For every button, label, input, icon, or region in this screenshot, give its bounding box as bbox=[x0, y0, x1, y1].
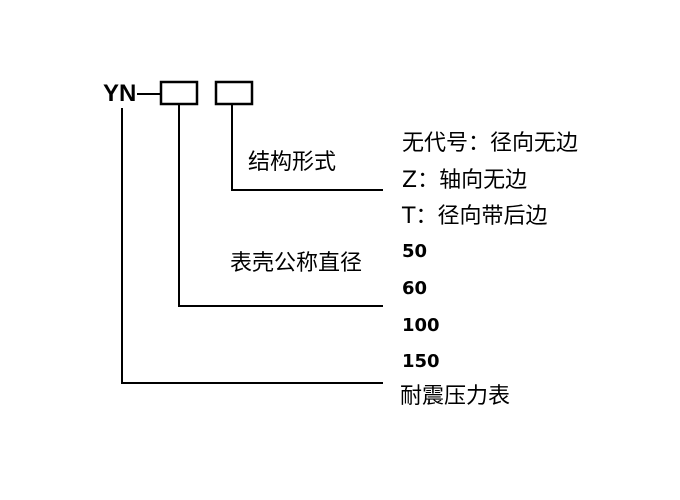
diameter-leader bbox=[178, 104, 383, 307]
product-name: 耐震压力表 bbox=[400, 384, 511, 409]
product-leader bbox=[121, 108, 383, 384]
diameter-option-60: 60 bbox=[402, 278, 428, 299]
structure-leader bbox=[231, 104, 383, 191]
diameter-option-150: 150 bbox=[402, 351, 440, 372]
structure-title: 结构形式 bbox=[248, 150, 337, 175]
structure-option-none: 无代号：径向无边 bbox=[402, 131, 579, 156]
structure-option-t: T：径向带后边 bbox=[402, 204, 548, 229]
diameter-title: 表壳公称直径 bbox=[230, 251, 363, 276]
structure-option-z: Z：轴向无边 bbox=[402, 168, 528, 193]
model-prefix: YN bbox=[103, 80, 137, 107]
structure-code-box bbox=[214, 80, 254, 106]
diameter-option-50: 50 bbox=[402, 241, 428, 262]
diameter-option-100: 100 bbox=[402, 315, 440, 336]
diameter-code-box bbox=[159, 80, 199, 106]
